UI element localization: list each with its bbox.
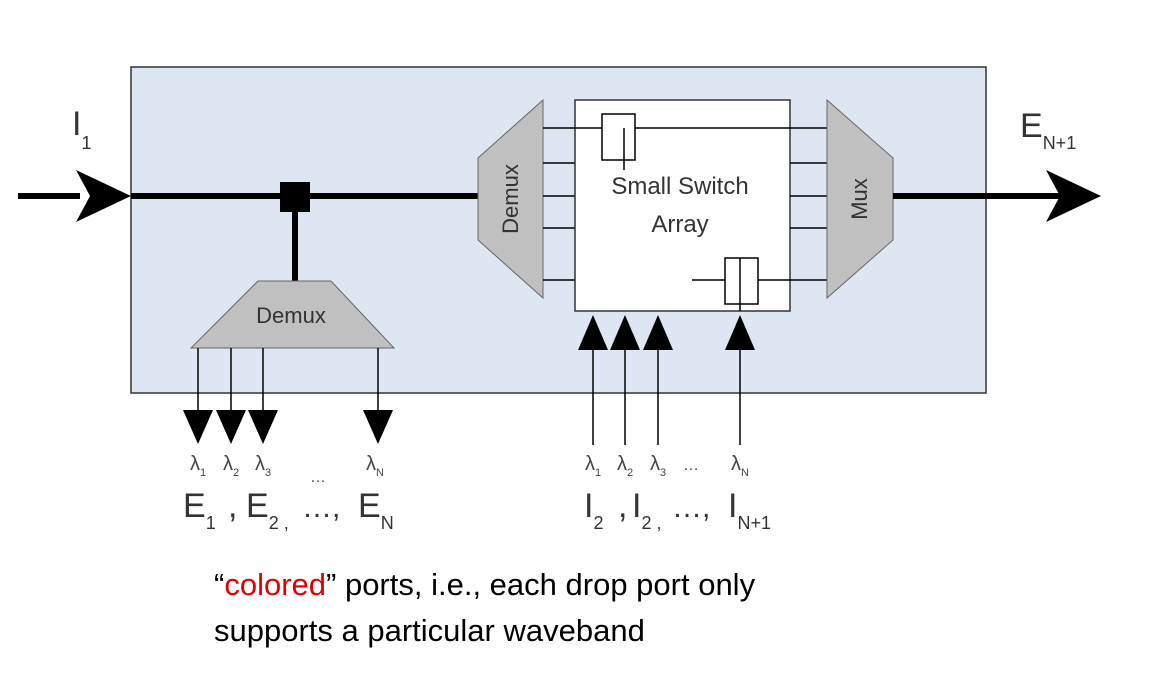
drop-lambda-dots: … (310, 469, 326, 486)
drop-arrows-icon (183, 410, 393, 444)
drop-lambda-labels: λ1 λ2 λ3 … λN (190, 453, 384, 486)
output-label: EN+1 (1020, 107, 1076, 153)
add-port-n1: IN+1 (728, 487, 771, 533)
drop-port-e1: E1 (183, 487, 216, 533)
add-lambda-3: λ3 (650, 453, 666, 479)
drop-demux-label: Demux (256, 303, 326, 328)
add-lambda-1: λ1 (585, 453, 601, 479)
demux-top-label: Demux (498, 164, 523, 234)
add-arrows-icon (578, 315, 755, 350)
drop-lines (197, 348, 379, 418)
add-lambda-2: λ2 (617, 453, 633, 479)
drop-port-labels: E1 , E2 , …, EN (183, 487, 394, 533)
drop-lambda-1: λ1 (190, 453, 206, 479)
roadm-diagram: Demux λ1 λ2 λ3 … λN E1 , E2 , …, EN Demu… (18, 66, 1101, 533)
demux-to-switch-lines (543, 127, 575, 281)
drop-port-sep: , (228, 487, 237, 525)
add-port-dots: …, (672, 491, 710, 524)
input-arrow-icon (76, 170, 131, 222)
caption-line-2: supports a particular waveband (214, 613, 645, 648)
caption-colored-word: colored (224, 567, 327, 602)
add-port-labels: I2 , I2 , …, IN+1 (584, 487, 771, 533)
drop-port-en: EN (358, 487, 394, 533)
drop-lambda-n: λN (366, 453, 384, 479)
add-port-1: I2 (584, 487, 603, 533)
drop-port-dots: …, (302, 491, 340, 524)
add-port-sep: , (618, 487, 627, 525)
mux (826, 98, 894, 300)
drop-lambda-3: λ3 (255, 453, 271, 479)
splitter-block (280, 182, 310, 212)
caption: “colored” ports, i.e., each drop port on… (214, 562, 1114, 654)
mux-label: Mux (847, 178, 872, 220)
add-drop-demux (477, 98, 544, 300)
switch-element-bottom-icon (724, 257, 759, 305)
output-arrow-icon (1046, 170, 1101, 222)
caption-line-1: “colored” ports, i.e., each drop port on… (214, 567, 756, 602)
switch-label-line1: Small Switch (611, 173, 748, 200)
drop-port-e2: E2 , (246, 487, 289, 533)
add-lambda-labels: λ1 λ2 λ3 … λN (585, 453, 749, 479)
add-port-2: I2 , (632, 487, 661, 533)
add-lines (592, 340, 741, 445)
add-lambda-dots: … (683, 457, 699, 474)
switch-to-mux-lines (790, 127, 827, 281)
switch-label-line2: Array (651, 211, 708, 238)
input-label: I1 (72, 105, 91, 153)
drop-lambda-2: λ2 (223, 453, 239, 479)
add-lambda-n: λN (731, 453, 749, 479)
switch-element-top-icon (601, 113, 636, 161)
drop-demux (189, 280, 396, 349)
